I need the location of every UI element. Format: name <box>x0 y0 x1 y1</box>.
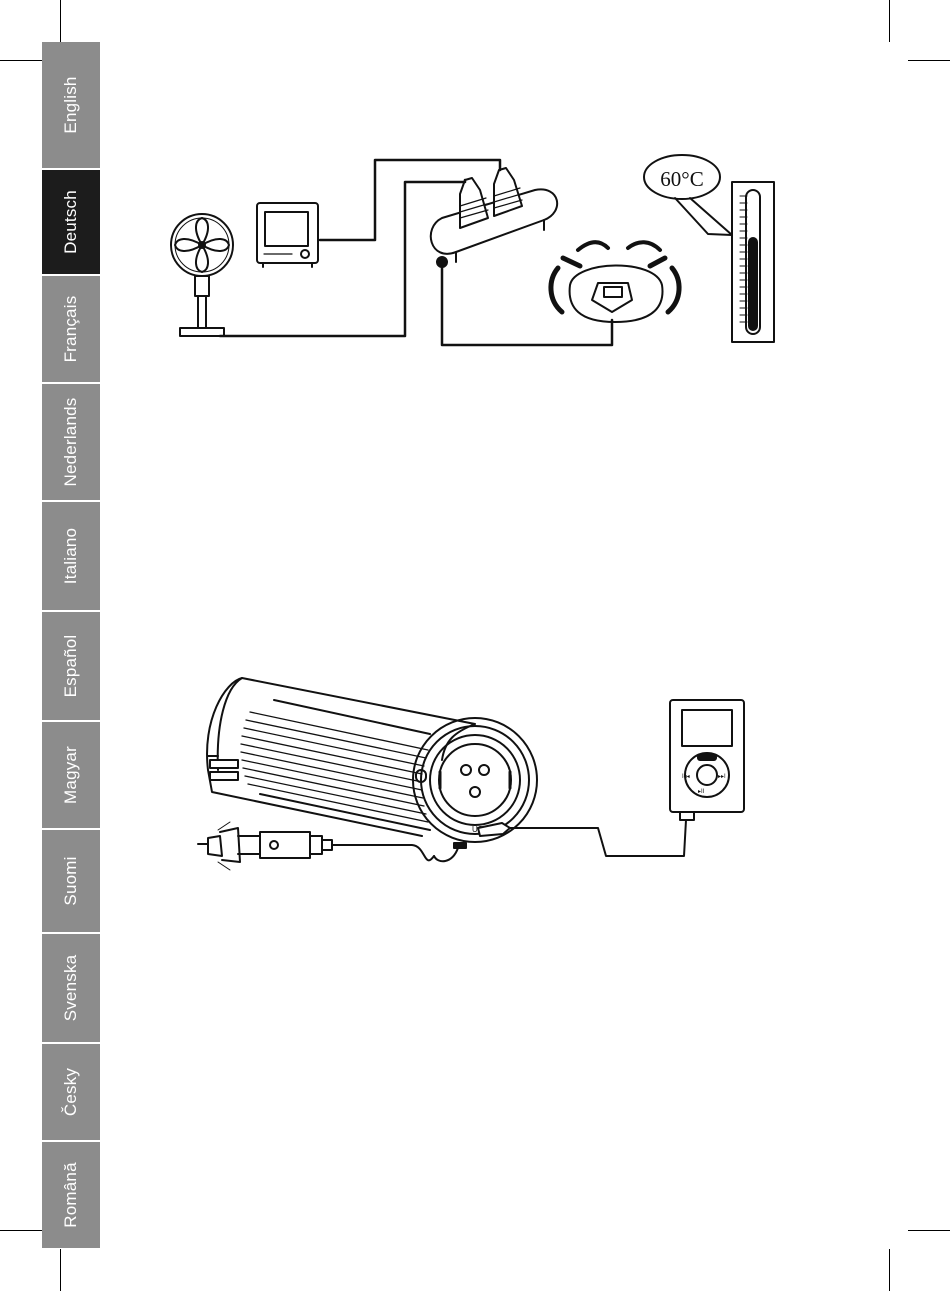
tab-label: Česky <box>61 1068 81 1116</box>
tab-deutsch[interactable]: Deutsch <box>42 170 100 276</box>
overheating-inverter-icon <box>551 242 679 322</box>
tab-nederlands[interactable]: Nederlands <box>42 384 100 502</box>
crop-mark-bottom-right-v <box>889 1249 890 1291</box>
mp3-player-icon: ▸II I◂◂ ▸▸I <box>670 700 744 820</box>
tab-cesky[interactable]: Česky <box>42 1044 100 1142</box>
crop-mark-bottom-left-v <box>60 1249 61 1291</box>
next-button-label: ▸▸I <box>718 774 726 780</box>
tab-label: Español <box>61 635 81 698</box>
tab-label: Suomi <box>61 856 81 905</box>
temperature-label: 60°C <box>660 167 703 191</box>
prev-button-label: I◂◂ <box>682 774 690 780</box>
usb-cable <box>478 820 686 856</box>
crop-mark-bottom-left-h <box>0 1230 42 1231</box>
crop-mark-top-left-v <box>60 0 61 42</box>
language-tab-strip: English Deutsch Français Nederlands Ital… <box>42 42 100 1248</box>
tab-label: Nederlands <box>61 398 81 487</box>
tab-label: Svenska <box>61 955 81 1022</box>
tab-label: English <box>61 76 81 133</box>
crop-mark-bottom-right-h <box>908 1230 950 1231</box>
tab-label: Italiano <box>61 528 81 584</box>
tab-label: Français <box>61 296 81 363</box>
tab-romana[interactable]: Română <box>42 1142 100 1248</box>
tab-label: Română <box>61 1162 81 1227</box>
wires <box>220 160 612 345</box>
tab-suomi[interactable]: Suomi <box>42 830 100 934</box>
connection-diagram: 60°C <box>160 140 800 360</box>
tab-english[interactable]: English <box>42 42 100 170</box>
fan-icon <box>171 214 233 336</box>
tab-svenska[interactable]: Svenska <box>42 934 100 1044</box>
cigarette-plug-icon <box>198 822 434 870</box>
temperature-bubble: 60°C <box>644 155 732 235</box>
crop-mark-top-right-v <box>889 0 890 42</box>
tab-espanol[interactable]: Español <box>42 612 100 722</box>
tab-francais[interactable]: Français <box>42 276 100 384</box>
tv-icon <box>257 203 318 267</box>
usb-connection-diagram: USB ▸II I◂ <box>190 660 780 910</box>
thermometer-icon <box>732 182 774 342</box>
tab-magyar[interactable]: Magyar <box>42 722 100 830</box>
crop-mark-top-left-h <box>0 60 42 61</box>
tab-label: Magyar <box>61 746 81 804</box>
play-pause-button-label: ▸II <box>698 789 705 795</box>
crop-mark-top-right-h <box>908 60 950 61</box>
tab-italiano[interactable]: Italiano <box>42 502 100 612</box>
tab-label: Deutsch <box>61 190 81 254</box>
